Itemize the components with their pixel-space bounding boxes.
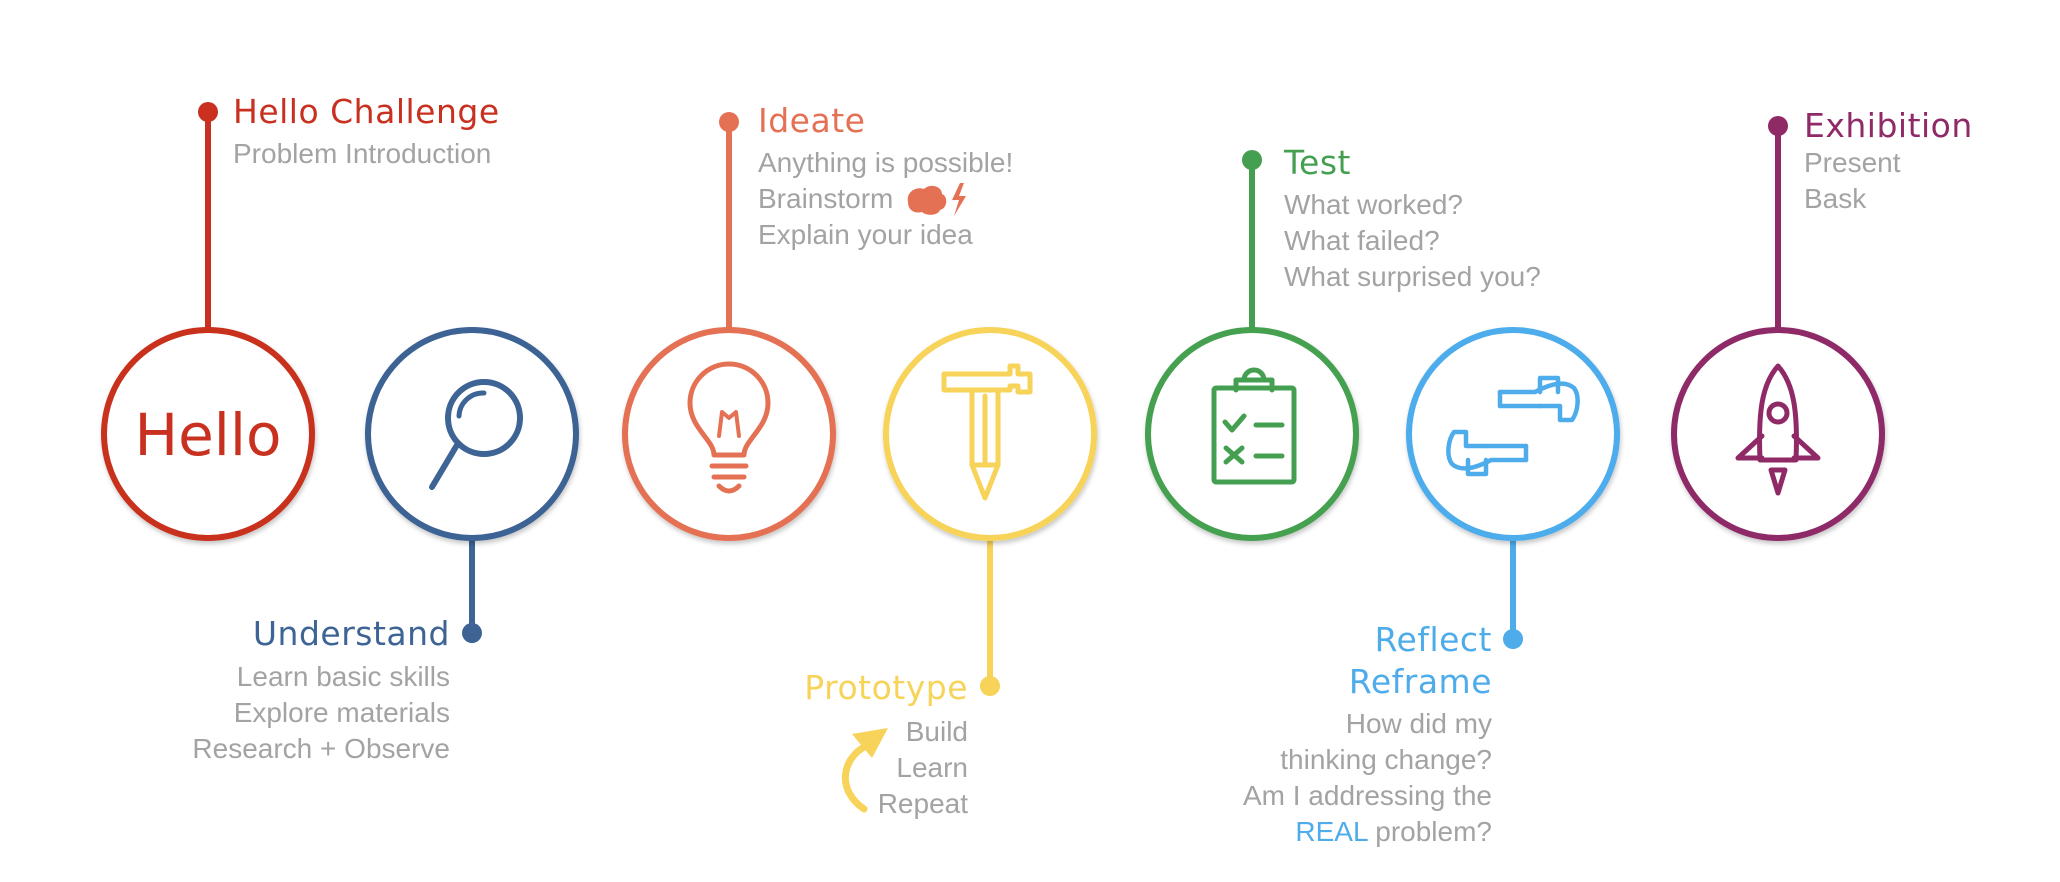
hello-circle-text: Hello (134, 401, 281, 469)
reflect-line-4-rest: problem? (1367, 816, 1492, 847)
understand-circle (365, 327, 579, 541)
test-circle (1145, 327, 1359, 541)
prototype-line-2: Learn (896, 752, 968, 783)
reflect-line-1: How did my (1345, 708, 1492, 739)
curved-arrow-icon (842, 728, 888, 813)
hello-circle (101, 327, 315, 541)
step-hello: Hello (101, 102, 315, 541)
step-test (1145, 150, 1359, 541)
prototype-line-3: Repeat (877, 788, 968, 819)
exhibition-line-1: Present (1804, 147, 1901, 178)
understand-line-1: Learn basic skills (236, 661, 450, 692)
ideate-line-2: Brainstorm (758, 183, 894, 214)
step-exhibition (1671, 116, 1885, 541)
hello-connector-dot (198, 102, 218, 122)
ideate-title: Ideate (758, 101, 866, 140)
prototype-circle (883, 327, 1097, 541)
clipboard-checklist-icon (1211, 367, 1297, 485)
understand-connector-dot (462, 623, 482, 643)
prototype-title: Prototype (804, 668, 968, 707)
reflect-title: Reflect (1374, 620, 1492, 659)
reflect-line-3: Am I addressing the (1242, 780, 1492, 811)
hammer-pencil-icon (941, 363, 1033, 501)
lightbulb-icon (687, 361, 771, 494)
hello-title: Hello Challenge (233, 92, 500, 131)
step-understand (365, 327, 579, 643)
step-ideate (622, 112, 836, 541)
understand-line-3: Research + Observe (192, 733, 450, 764)
reflect-connector-dot (1503, 629, 1523, 649)
exhibition-circle (1671, 327, 1885, 541)
step-reflect (1406, 327, 1620, 649)
magnifier-icon (429, 379, 523, 490)
prototype-line-1: Build (905, 716, 968, 747)
brain-lightning-icon (907, 183, 966, 216)
framing-hands-icon (1446, 375, 1580, 477)
reframe-title: Reframe (1348, 662, 1492, 701)
ideate-circle (622, 327, 836, 541)
reflect-line-4: REAL problem? (1295, 814, 1492, 850)
real-highlight: REAL (1295, 816, 1368, 847)
reflect-line-2: thinking change? (1280, 744, 1492, 775)
step-prototype (883, 327, 1097, 696)
reflect-circle (1406, 327, 1620, 541)
exhibition-line-2: Bask (1804, 183, 1867, 214)
test-title: Test (1284, 143, 1351, 182)
ideate-line-1: Anything is possible! (758, 147, 1014, 178)
prototype-connector-dot (980, 676, 1000, 696)
exhibition-title: Exhibition (1804, 106, 1973, 145)
ideate-connector-dot (719, 112, 739, 132)
test-connector-dot (1242, 150, 1262, 170)
test-line-3: What surprised you? (1284, 261, 1541, 292)
ideate-line-3: Explain your idea (758, 219, 973, 250)
understand-line-2: Explore materials (233, 697, 450, 728)
hello-line-1: Problem Introduction (233, 138, 492, 169)
test-line-2: What failed? (1284, 225, 1440, 256)
understand-title: Understand (252, 614, 450, 653)
exhibition-connector-dot (1768, 116, 1788, 136)
rocket-icon (1735, 363, 1821, 496)
test-line-1: What worked? (1284, 189, 1463, 220)
